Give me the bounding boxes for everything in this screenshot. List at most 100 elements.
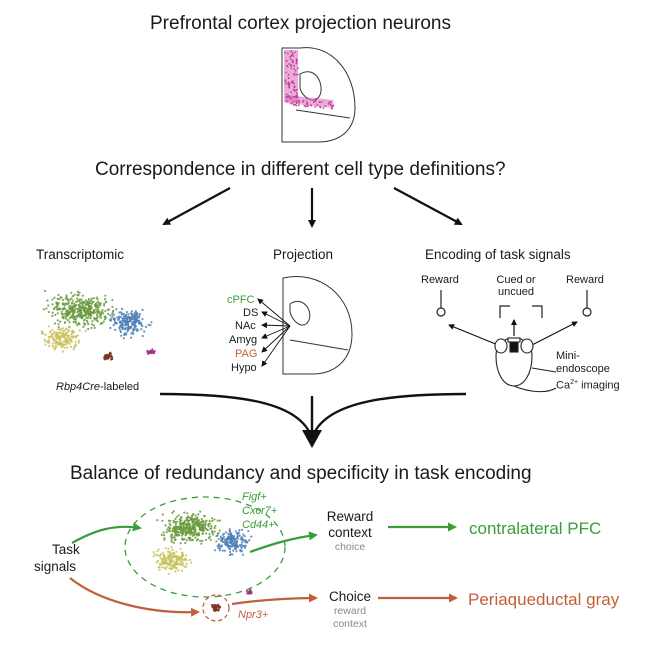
cluster-dot (167, 558, 170, 561)
cluster-dot (68, 321, 71, 324)
cluster-dot (173, 531, 176, 534)
neuron-dot (290, 97, 292, 100)
cluster-dot (172, 510, 175, 513)
cluster-dot (111, 299, 114, 302)
cluster-dot (193, 521, 196, 524)
neuron-dot (295, 100, 298, 103)
cluster-dot (204, 538, 208, 542)
neuron-dot (294, 69, 297, 72)
cluster-dot (75, 300, 78, 303)
choice-sub2: context (333, 618, 367, 630)
neuron-dot (287, 52, 289, 55)
cluster-dot (225, 531, 228, 534)
neuron-dot (291, 52, 294, 55)
target-periaqueductal-gray: Periaqueductal gray (468, 590, 620, 609)
cluster-dot (68, 313, 71, 316)
cluster-dot (106, 308, 109, 311)
cluster-dot (204, 532, 208, 535)
cluster-dot (97, 301, 100, 304)
cluster-dot (197, 513, 200, 516)
neuron-dot (290, 81, 293, 84)
cluster-dot (56, 312, 59, 315)
cluster-dot (130, 336, 133, 339)
cluster-dot (132, 329, 135, 332)
encoding-title: Encoding of task signals (425, 247, 571, 262)
cluster-dot (138, 322, 141, 325)
cluster-dot (170, 539, 173, 542)
cluster-dot (201, 520, 204, 523)
cluster-dot (58, 331, 61, 334)
cluster-dot (242, 533, 245, 536)
cluster-dot (56, 319, 59, 322)
cluster-dot (157, 548, 160, 551)
cluster-dot (217, 537, 220, 541)
mouse-icon (494, 337, 557, 393)
cluster-dot (175, 515, 178, 519)
cluster-dot (74, 345, 77, 348)
mini-line2: endoscope (556, 363, 610, 375)
cluster-dot (96, 298, 99, 301)
transcriptomic-title: Transcriptomic (36, 247, 125, 262)
cluster-dot (130, 310, 133, 313)
cluster-dot (73, 305, 76, 309)
cluster-dot (215, 608, 218, 611)
cluster-dot (189, 558, 192, 562)
cluster-dot (79, 316, 82, 319)
convergence-arrows (159, 392, 467, 439)
cluster-dot (140, 328, 143, 331)
task-line2: signals (34, 559, 77, 574)
neuron-dot (314, 99, 317, 102)
cluster-dot (71, 309, 74, 313)
cluster-dot (162, 562, 165, 566)
cluster-dot (183, 521, 186, 524)
cluster-dot (155, 554, 158, 557)
cluster-dot (56, 297, 59, 300)
cluster-dot (187, 536, 190, 540)
cluster-dot (153, 553, 157, 556)
cluster-dot (201, 539, 204, 543)
cluster-dot (44, 343, 47, 346)
neuron-dot (284, 79, 287, 81)
cluster-dot (174, 555, 177, 559)
neuron-dot (297, 104, 300, 107)
cluster-dot (164, 524, 167, 527)
cluster-dot (54, 333, 58, 336)
cluster-dot (250, 591, 253, 594)
cluster-dot (90, 297, 93, 300)
cluster-dot (83, 319, 86, 322)
cluster-dot (105, 316, 108, 319)
cluster-dot (76, 334, 79, 337)
neuron-dot (307, 105, 309, 107)
cluster-dot (167, 572, 170, 575)
cluster-dot (185, 539, 188, 542)
cluster-dot (114, 321, 117, 324)
cluster-dot (248, 589, 252, 592)
cluster-dot (81, 302, 84, 306)
cluster-dot (120, 326, 123, 329)
cluster-dot (201, 532, 205, 535)
cluster-dot (216, 605, 219, 608)
cluster-dot (201, 527, 204, 530)
neuron-dot (296, 94, 298, 97)
ca-prefix: Ca (556, 379, 571, 392)
cluster-dot (125, 313, 128, 316)
cluster-dot (40, 330, 44, 333)
neuron-dot (315, 97, 317, 100)
cluster-dot (65, 310, 68, 313)
convergence-arrowhead (302, 430, 322, 448)
cluster-dot (48, 344, 51, 348)
reward-context-label: Reward context choice (310, 509, 390, 554)
arrow-to-transcriptomic (162, 187, 231, 225)
cluster-dot (162, 534, 166, 537)
cluster-dot (96, 320, 99, 323)
reward-left-label: Reward (421, 274, 459, 286)
cluster-dot (90, 326, 93, 329)
projection-arrows (257, 298, 291, 367)
neuron-dot (287, 77, 290, 80)
cluster-dot (163, 560, 166, 563)
cluster-dot (163, 537, 166, 540)
cluster-dot (240, 544, 243, 547)
cluster-dot (68, 326, 71, 329)
neuron-dot (290, 65, 293, 67)
cluster-dot (65, 294, 68, 297)
